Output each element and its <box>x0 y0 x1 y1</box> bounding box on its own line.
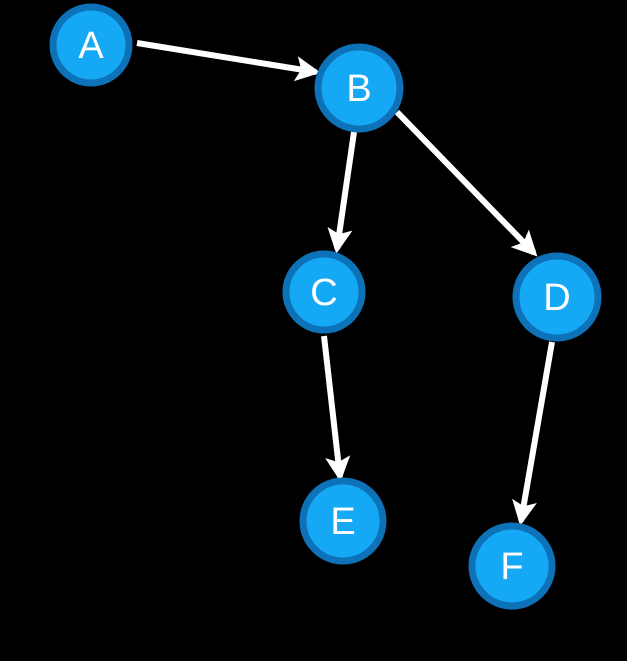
graph-node-a[interactable]: A <box>49 3 133 87</box>
node-label-f: F <box>500 546 523 588</box>
nodes-layer: A B C D E F <box>49 3 602 610</box>
node-circle-d[interactable] <box>512 252 602 342</box>
graph-edge-d-f[interactable] <box>512 341 555 526</box>
node-circle-b[interactable] <box>314 43 404 133</box>
node-label-b: B <box>346 68 371 110</box>
node-circle-f[interactable] <box>468 522 556 610</box>
node-label-c: C <box>310 272 337 314</box>
graph-node-f[interactable]: F <box>468 522 556 610</box>
graph-node-c[interactable]: C <box>282 250 366 334</box>
node-circle-c[interactable] <box>282 250 366 334</box>
graph-edge-c-e[interactable] <box>321 335 351 482</box>
node-label-d: D <box>543 277 570 319</box>
node-label-e: E <box>330 501 355 543</box>
node-label-a: A <box>78 25 104 67</box>
node-circle-a[interactable] <box>49 3 133 87</box>
node-circle-e[interactable] <box>299 477 387 565</box>
graph-node-e[interactable]: E <box>299 477 387 565</box>
graph-edge-a-b[interactable] <box>136 40 321 82</box>
graph-node-b[interactable]: B <box>314 43 404 133</box>
edges-layer <box>136 40 555 526</box>
graph-edge-b-c[interactable] <box>327 131 357 254</box>
graph-node-d[interactable]: D <box>512 252 602 342</box>
graph-edge-b-d[interactable] <box>394 109 538 257</box>
